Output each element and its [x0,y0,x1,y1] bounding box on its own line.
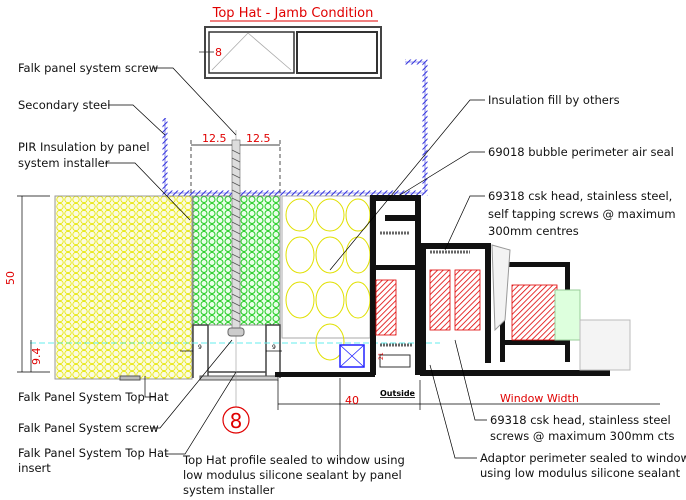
insulation-fill [281,195,371,339]
panel-screw [227,130,245,410]
label-insulation-fill: Insulation fill by others [488,93,620,107]
label-pir-1: PIR Insulation by panel [18,140,150,154]
label-adaptor-1: Adaptor perimeter sealed to window [480,451,686,465]
label-system-screw: Falk Panel System screw [18,421,159,435]
elevation-marker: 8 [215,46,222,59]
label-insert-1: Falk Panel System Top Hat [18,446,169,460]
dim-gap-right: 9 [272,344,276,351]
label-csk1-2: self tapping screws @ maximum [488,207,676,221]
window-elevation-key: 8 [199,26,382,79]
dimension-12-5 [190,140,281,196]
label-sealed-2: low modulus silicone sealant by panel [183,468,402,482]
drawing-title: Top Hat - Jamb Condition [212,6,374,21]
label-adaptor-2: using low modulus silicone sealant [480,466,681,480]
panel-insulation-yellow [54,195,193,380]
label-pir-2: system installer [18,156,110,170]
outside-label: Outside [380,389,416,398]
dim-gap-left: 9 [198,344,202,351]
dim-outside-width: 40 [345,394,359,407]
detail-callout [222,406,250,434]
label-csk1-1: 69318 csk head, stainless steel, [488,189,672,203]
label-top-hat: Falk Panel System Top Hat [18,390,169,404]
secondary-steel [162,59,428,196]
label-insert-2: insert [18,461,51,475]
dim-small-vertical: 21 [378,352,385,360]
dim-left-half: 12.5 [202,132,227,145]
label-air-seal: 69018 bubble perimeter air seal [488,145,674,159]
label-panel-screw: Falk panel system screw [18,61,158,75]
window-width-label: Window Width [500,392,579,405]
leader-lines [105,67,487,460]
detail-callout-number: 8 [230,409,243,433]
label-csk1-3: 300mm centres [488,224,579,238]
label-sealed-3: system installer [183,483,275,497]
label-csk2-1: 69318 csk head, stainless steel [490,413,671,427]
label-csk2-2: screws @ maximum 300mm cts [490,429,675,443]
dim-offset: 9.4 [30,348,43,366]
label-secondary-steel: Secondary steel [18,98,110,112]
top-hat-profile [192,324,281,378]
thermal-break [375,269,558,341]
dim-right-half: 12.5 [246,132,271,145]
dim-panel-height: 50 [4,271,17,285]
label-sealed-1: Top Hat profile sealed to window using [182,453,405,467]
